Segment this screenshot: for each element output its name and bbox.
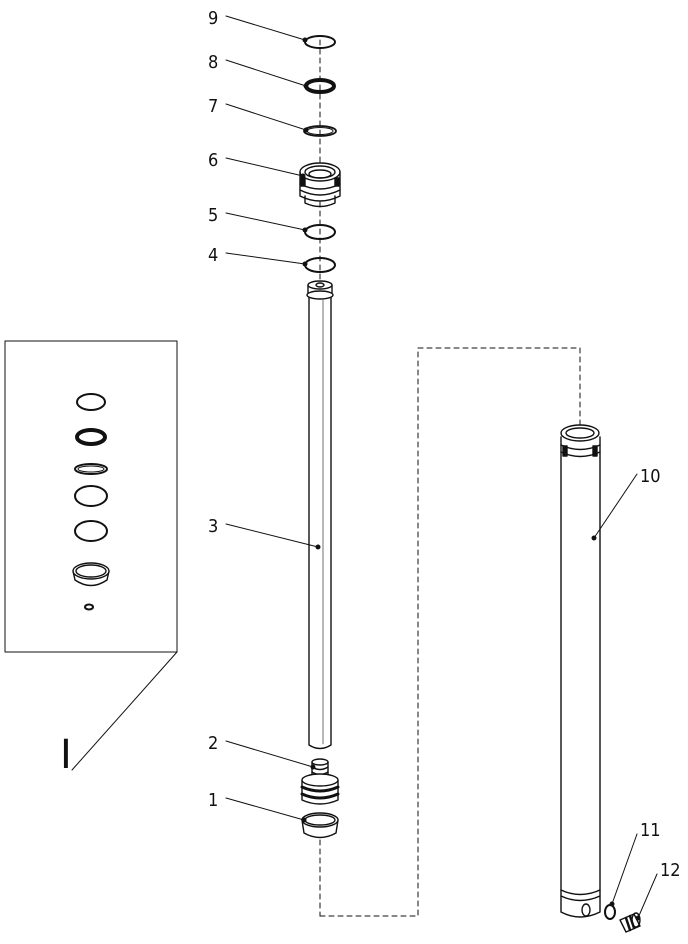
part-11-washer <box>604 904 616 920</box>
part-6-gland <box>299 162 341 208</box>
assembly-axis <box>319 39 581 917</box>
callout-3: 3 <box>208 516 218 537</box>
seal-kit-label: I <box>60 732 72 778</box>
part-2-piston <box>300 758 340 805</box>
callout-6: 6 <box>208 150 218 171</box>
callout-11: 11 <box>640 820 661 841</box>
callout-1: 1 <box>208 790 218 811</box>
callout-12: 12 <box>660 860 681 881</box>
part-3-piston-rod <box>306 280 334 750</box>
callout-10: 10 <box>640 466 661 487</box>
callout-4: 4 <box>208 245 218 266</box>
leader-dots <box>300 37 641 921</box>
callout-2: 2 <box>208 733 218 754</box>
callout-7: 7 <box>208 96 218 117</box>
part-10-barrel <box>560 424 601 918</box>
callout-9: 9 <box>208 8 218 29</box>
seal-kit-box <box>4 340 178 771</box>
part-1-wear-ring <box>301 812 339 839</box>
callout-8: 8 <box>208 52 218 73</box>
leader-lines <box>225 15 658 919</box>
part-12-fitting <box>619 912 641 933</box>
callout-5: 5 <box>208 205 218 226</box>
callout-labels: 9 8 7 6 5 4 3 2 1 10 11 12 I <box>60 8 681 881</box>
